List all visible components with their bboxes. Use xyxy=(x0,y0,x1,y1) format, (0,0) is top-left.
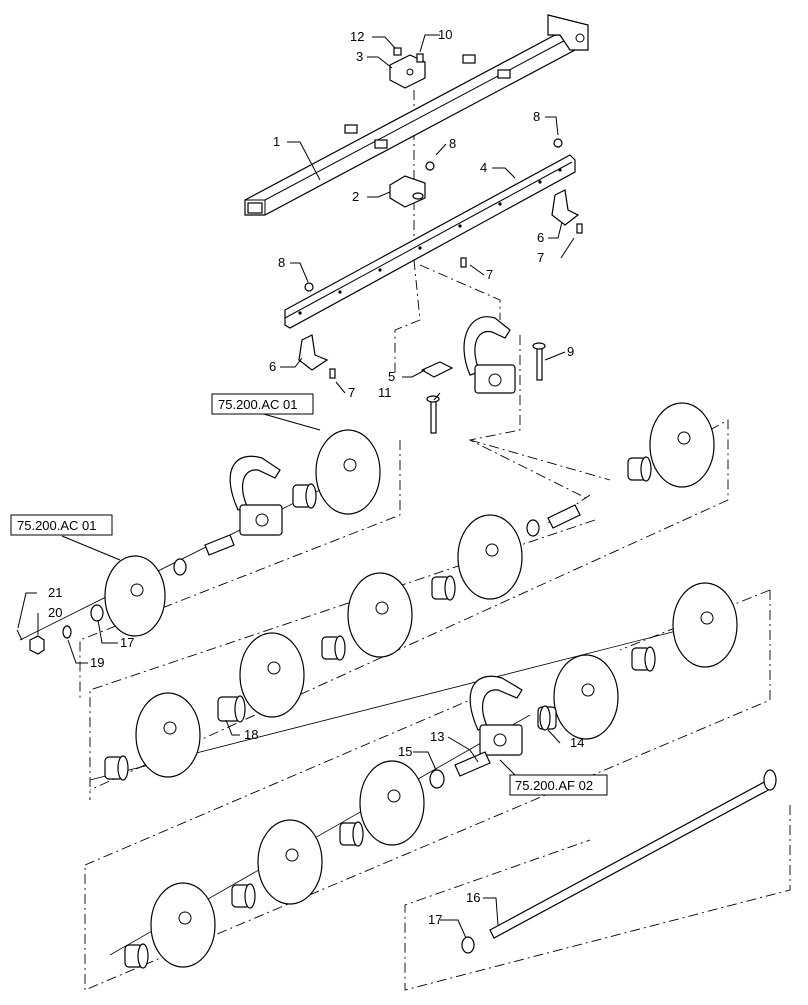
callout-8-center[interactable]: 8 xyxy=(449,136,456,151)
clamp-plate-lower xyxy=(389,175,426,208)
callout-14[interactable]: 14 xyxy=(570,735,584,750)
disc xyxy=(553,654,619,740)
spool xyxy=(339,821,364,847)
pin-11 xyxy=(426,395,440,434)
spool xyxy=(631,646,656,672)
l-bracket-left xyxy=(298,334,329,371)
callout-1[interactable]: 1 xyxy=(273,134,280,149)
bearing-hanger-left xyxy=(229,455,283,536)
sleeve-13 xyxy=(454,751,491,777)
callout-8-right[interactable]: 8 xyxy=(533,109,540,124)
sleeve-upper xyxy=(204,534,235,556)
reference-box-lower[interactable]: 75.200.AF 02 xyxy=(509,774,608,796)
disc xyxy=(649,402,715,488)
callout-5[interactable]: 5 xyxy=(388,369,395,384)
callout-7-left[interactable]: 7 xyxy=(348,385,355,400)
reference-label: 75.200.AF 02 xyxy=(515,778,593,793)
plate-5 xyxy=(420,361,454,378)
l-bracket-right xyxy=(551,189,580,226)
callout-15[interactable]: 15 xyxy=(398,744,412,759)
callout-19[interactable]: 19 xyxy=(90,655,104,670)
callout-4[interactable]: 4 xyxy=(480,160,487,175)
callout-10[interactable]: 10 xyxy=(438,27,452,42)
spool xyxy=(124,943,149,969)
callout-6-right[interactable]: 6 xyxy=(537,230,544,245)
disc xyxy=(672,582,738,668)
disc xyxy=(315,429,381,515)
callout-17-left[interactable]: 17 xyxy=(120,635,134,650)
callout-16[interactable]: 16 xyxy=(466,890,480,905)
gang-axle xyxy=(489,769,777,939)
disc xyxy=(104,555,166,637)
callout-7-right[interactable]: 7 xyxy=(537,250,544,265)
callout-13[interactable]: 13 xyxy=(430,729,444,744)
spool xyxy=(292,483,317,509)
callout-3[interactable]: 3 xyxy=(356,49,363,64)
reference-box-left[interactable]: 75.200.AC 01 xyxy=(10,514,113,536)
washers xyxy=(62,519,540,954)
pin-9 xyxy=(532,342,546,381)
callout-12[interactable]: 12 xyxy=(350,29,364,44)
sleeve-middle xyxy=(547,504,581,529)
reference-box-upper[interactable]: 75.200.AC 01 xyxy=(211,393,314,415)
spools xyxy=(104,456,656,969)
clamp-plate-upper xyxy=(389,54,426,89)
leader-lines xyxy=(17,34,575,939)
callout-11[interactable]: 11 xyxy=(378,385,392,400)
hardware-bolts xyxy=(304,47,583,379)
discs xyxy=(104,402,738,968)
disc xyxy=(347,572,413,658)
callout-8-left[interactable]: 8 xyxy=(278,255,285,270)
callout-2[interactable]: 2 xyxy=(352,189,359,204)
bearing-hanger-upper xyxy=(463,316,516,394)
callout-17-axle[interactable]: 17 xyxy=(428,912,442,927)
disc xyxy=(150,882,216,968)
callout-6-left[interactable]: 6 xyxy=(269,359,276,374)
disc xyxy=(457,514,523,600)
disc xyxy=(239,632,305,718)
spool xyxy=(537,705,557,731)
callout-7-center[interactable]: 7 xyxy=(486,267,493,282)
callouts: 1 2 3 4 5 6 6 7 7 7 8 8 8 9 10 11 12 13 … xyxy=(48,27,584,927)
spool xyxy=(627,456,652,482)
spool xyxy=(217,695,246,723)
disc xyxy=(257,819,323,905)
spool xyxy=(431,575,456,601)
disc xyxy=(135,692,201,778)
centerlines xyxy=(19,90,791,991)
spool xyxy=(231,883,256,909)
callout-9[interactable]: 9 xyxy=(567,344,574,359)
callout-20[interactable]: 20 xyxy=(48,605,62,620)
bearing-hanger-right xyxy=(469,675,523,756)
callout-18[interactable]: 18 xyxy=(244,727,258,742)
spool xyxy=(321,635,346,661)
spool xyxy=(104,755,129,781)
reference-label: 75.200.AC 01 xyxy=(17,518,97,533)
disc xyxy=(359,760,425,846)
frame-tube xyxy=(244,14,589,216)
reference-label: 75.200.AC 01 xyxy=(218,397,298,412)
callout-21[interactable]: 21 xyxy=(48,585,62,600)
nut-20 xyxy=(29,635,45,655)
cotter-pin-21 xyxy=(16,629,23,641)
mount-bar xyxy=(284,154,576,329)
